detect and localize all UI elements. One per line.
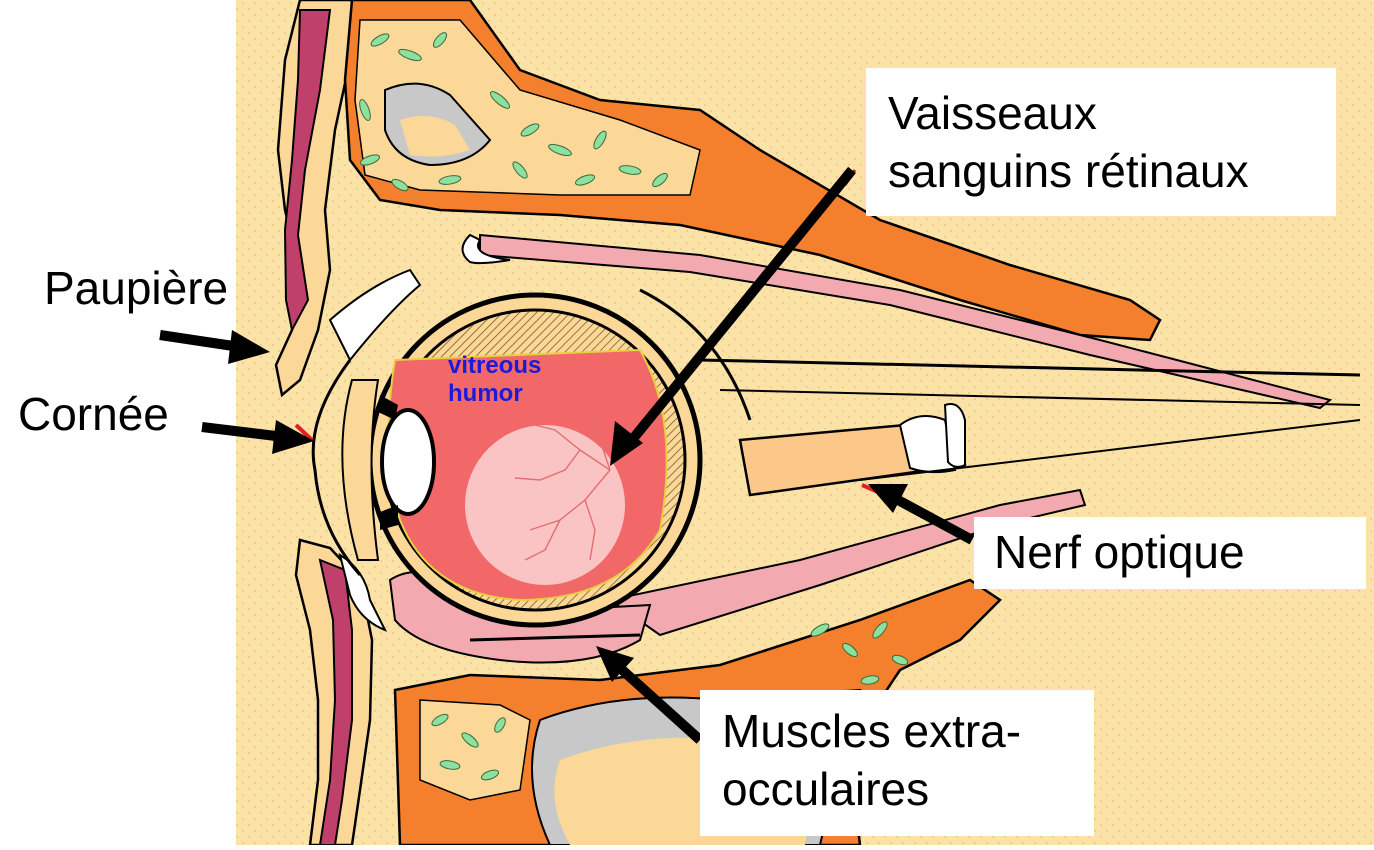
label-nerf-text: Nerf optique [994, 523, 1366, 581]
nerve-tip [945, 404, 965, 467]
label-cornee: Cornée [14, 388, 173, 440]
label-muscles-line1: Muscles extra- [722, 702, 1094, 760]
label-paupiere: Paupière [40, 262, 232, 314]
label-paupiere-text: Paupière [44, 262, 228, 314]
label-nerf: Nerf optique [974, 517, 1366, 589]
label-vitreous-line2: humor [448, 380, 541, 408]
label-vaisseaux: Vaisseaux sanguins rétinaux [866, 68, 1336, 216]
label-vitreous-humor: vitreous humor [448, 352, 541, 408]
label-cornee-text: Cornée [18, 388, 169, 440]
label-vitreous-line1: vitreous [448, 352, 541, 380]
label-vaisseaux-line2: sanguins rétinaux [888, 142, 1336, 200]
label-muscles-line2: occulaires [722, 760, 1094, 818]
label-vaisseaux-line1: Vaisseaux [888, 84, 1336, 142]
lower-bone-marrow [420, 700, 530, 800]
retina-fundus [465, 425, 625, 585]
lens [382, 410, 434, 514]
label-muscles: Muscles extra- occulaires [700, 690, 1094, 836]
